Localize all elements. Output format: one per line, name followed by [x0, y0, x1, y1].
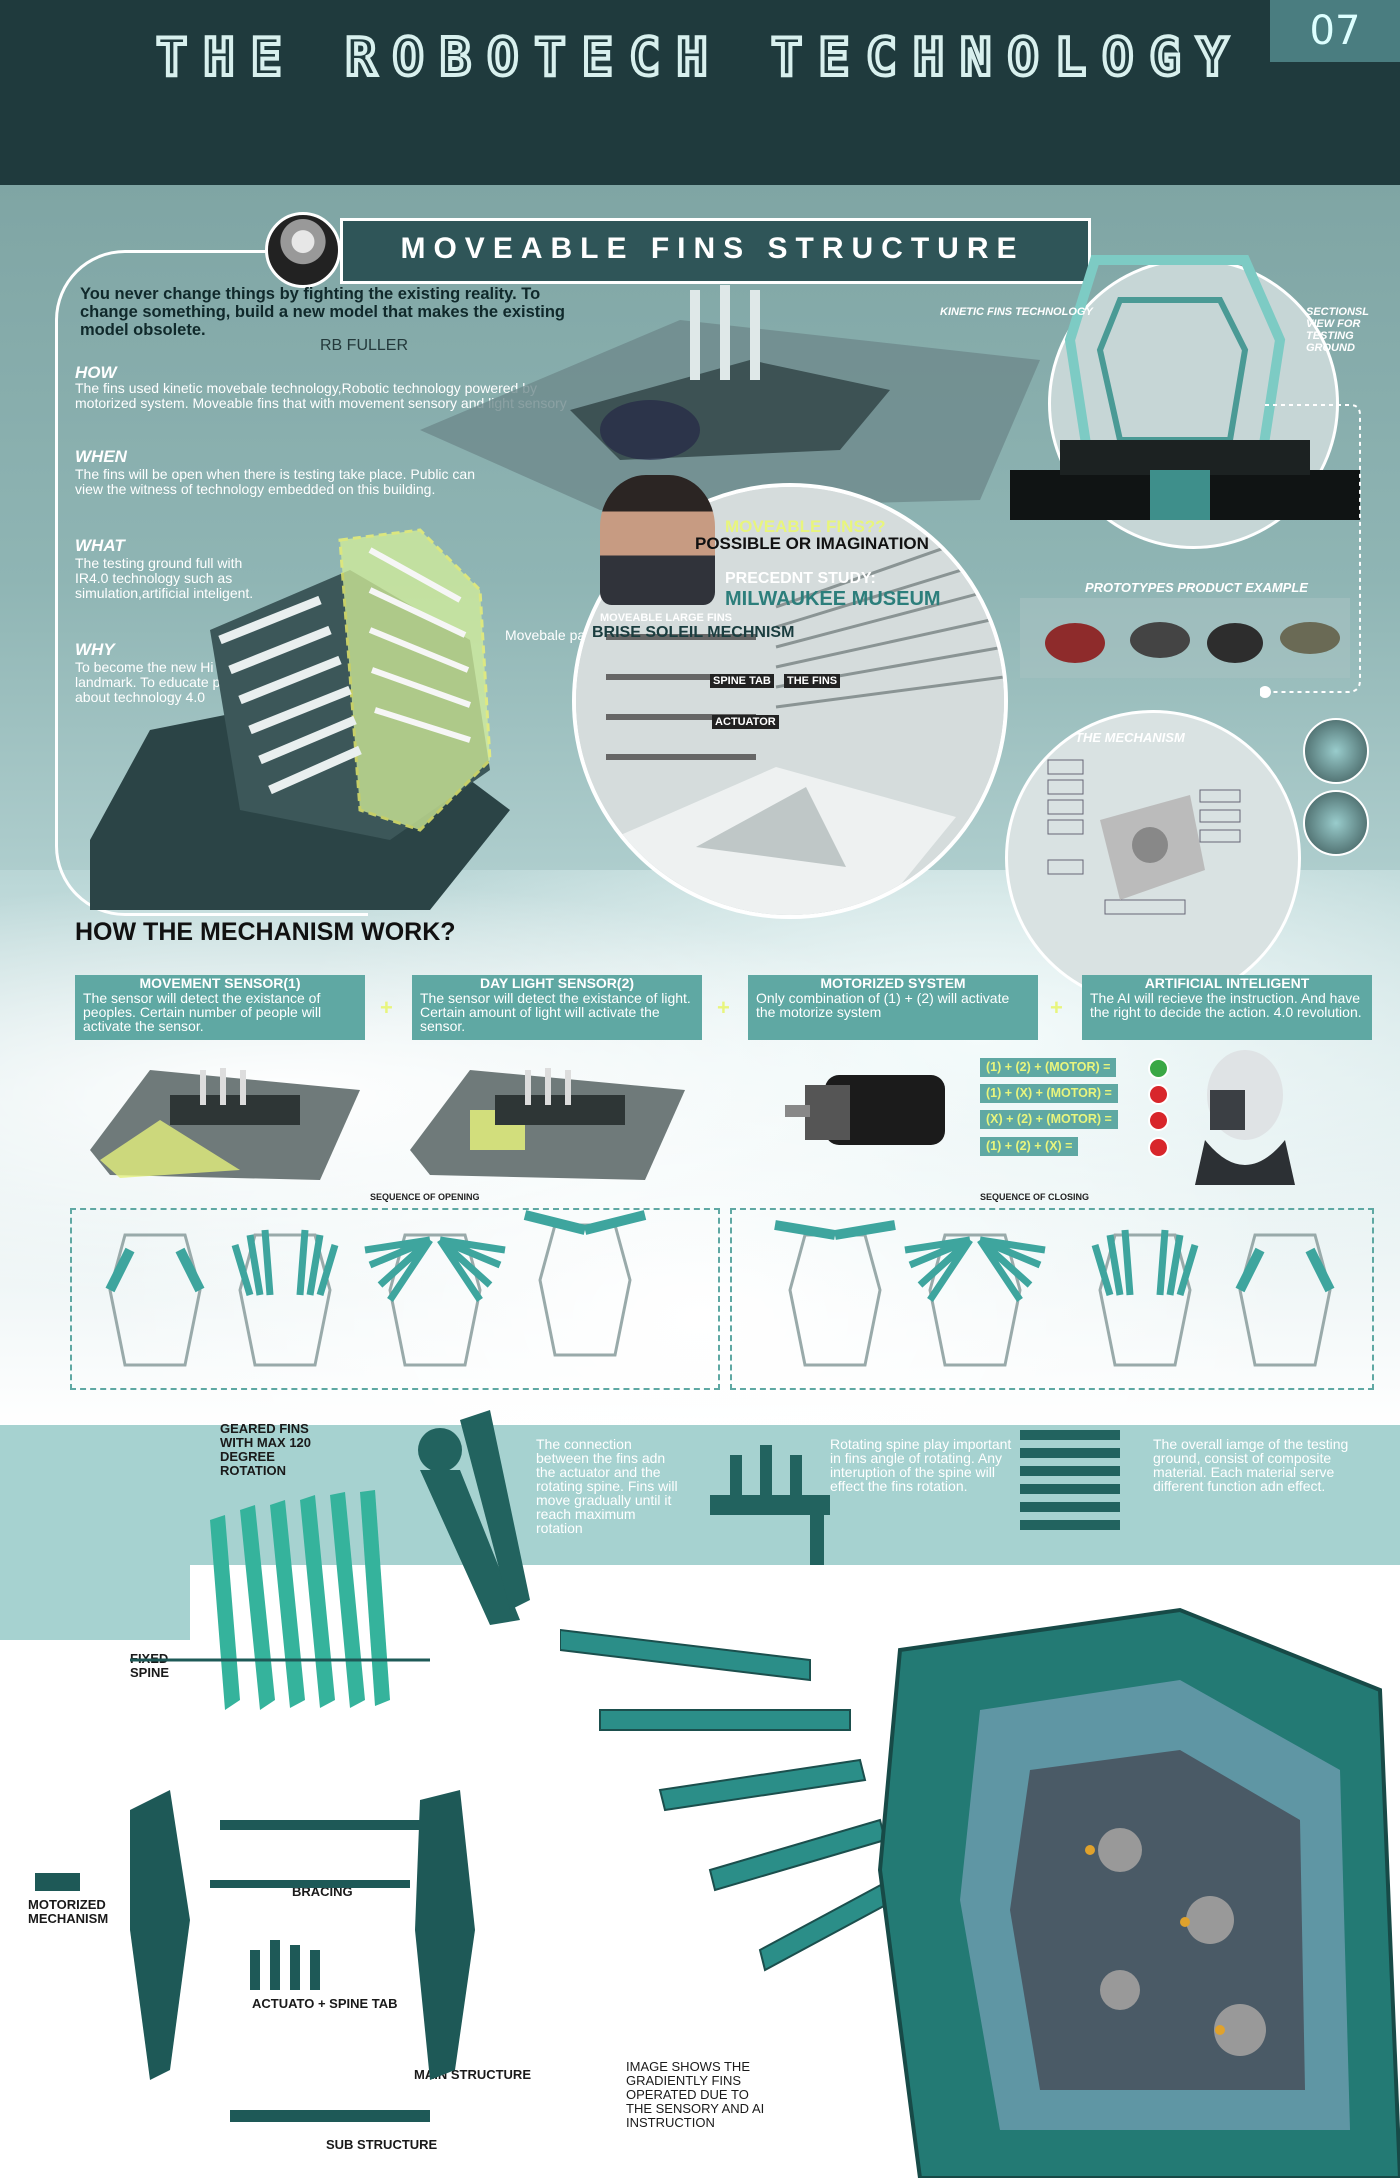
plus-sign-1: +	[380, 995, 393, 1020]
logic-indicator-4	[1148, 1137, 1169, 1158]
calatrava-portrait	[600, 475, 715, 605]
brise-soleil-label: BRISE SOLEIL MECHNISM	[592, 624, 795, 641]
possible-imagination: POSSIBLE OR IMAGINATION	[695, 534, 929, 553]
how-heading: HOW	[75, 363, 117, 382]
mechanism-label: THE MECHANISM	[1075, 730, 1185, 745]
what-heading: WHAT	[75, 536, 125, 555]
daylight-sensor-model	[410, 1068, 685, 1180]
fins-title-box	[340, 218, 1091, 284]
moveable-large-fins: MOVEABLE LARGE FINS	[600, 612, 733, 624]
logic-row-1: (1) + (2) + (MOTOR) =	[980, 1058, 1117, 1077]
logic-row-4: (1) + (2) + (X) =	[980, 1137, 1079, 1156]
kinetic-section-drawing	[1010, 255, 1360, 520]
daylight-sensor-text: The sensor will detect the existance of …	[420, 990, 691, 1034]
spine-tab-tag: SPINE TAB	[710, 674, 774, 688]
motorized-system-box: MOTORIZED SYSTEM Only combination of (1)…	[748, 975, 1038, 1040]
rotating-spine-text: Rotating spine play important in fins an…	[830, 1436, 1012, 1494]
overall-detail	[1020, 1430, 1120, 1530]
logic-indicator-2	[1148, 1084, 1169, 1105]
moveable-fins-question: MOVEABLE FINS??	[725, 517, 886, 536]
motor-small-icon	[35, 1873, 80, 1891]
precedent-study: PRECEDNT STUDY:	[725, 570, 876, 587]
motorized-mechanism-label: MOTORIZED MECHANISM	[28, 1897, 109, 1926]
building-model-illustration	[90, 528, 510, 910]
teal-band	[0, 1425, 1400, 1565]
connector-dotted-line	[1260, 404, 1361, 698]
exploded-fins-illustration	[130, 1490, 475, 2122]
sequence-diagrams	[105, 1210, 1335, 1367]
frame-outline	[55, 250, 368, 916]
quote-author: RB FULLER	[320, 337, 409, 354]
sub-structure-label: SUB STRUCTURE	[326, 2137, 438, 2152]
movement-sensor-model	[90, 1068, 360, 1180]
the-fins-tag: THE FINS	[784, 674, 841, 688]
sequence-opening-label: SEQUENCE OF OPENING	[370, 1192, 480, 1202]
milwaukee-museum: MILWAUKEE MUSEUM	[725, 588, 941, 610]
ai-box: ARTIFICIAL INTELIGENT The AI will reciev…	[1082, 975, 1372, 1040]
daylight-sensor-box: DAY LIGHT SENSOR(2) The sensor will dete…	[412, 975, 702, 1040]
aerial-model-illustration	[420, 285, 1040, 510]
kinetic-label: KINETIC FINS TECHNOLOGY	[940, 306, 1093, 318]
header-banner	[0, 0, 1400, 185]
motorized-system-heading: MOTORIZED SYSTEM	[820, 975, 966, 991]
ai-heading: ARTIFICIAL INTELIGENT	[1144, 975, 1310, 991]
fuller-portrait	[265, 212, 341, 288]
brise-soleil-photo	[576, 487, 1004, 915]
logic-row-2: (1) + (X) + (MOTOR) =	[980, 1084, 1118, 1103]
sequence-closing-label: SEQUENCE OF CLOSING	[980, 1192, 1090, 1202]
movement-sensor-box: MOVEMENT SENSOR(1) The sensor will detec…	[75, 975, 365, 1040]
actuator-spine-tab-label: ACTUATO + SPINE TAB	[252, 1996, 398, 2011]
logic-indicator-1	[1148, 1058, 1169, 1079]
motorized-system-text: Only combination of (1) + (2) will activ…	[756, 990, 1010, 1020]
movement-sensor-heading: MOVEMENT SENSOR(1)	[139, 975, 301, 991]
prototype-robots-row	[1020, 598, 1350, 678]
section-view-label: SECTIONSL VIEW FOR TESTING GROUND	[1306, 306, 1369, 354]
page-title: THE ROBOTECH TECHNOLOGY	[154, 26, 1245, 90]
image-shows-caption: IMAGE SHOWS THE GRADIENTLY FINS OPERATED…	[626, 2059, 765, 2130]
why-heading: WHY	[75, 640, 115, 659]
page-number: 07	[1270, 0, 1400, 62]
plus-sign-3: +	[1050, 995, 1063, 1020]
when-heading: WHEN	[75, 447, 127, 466]
prototypes-label: PROTOTYPES PRODUCT EXAMPLE	[1085, 580, 1308, 595]
how-text: The fins used kinetic movebale technolog…	[75, 380, 567, 411]
thumbnail-circle-1	[1303, 718, 1369, 784]
closing-sequence-box	[730, 1208, 1374, 1390]
precedent-circle	[572, 483, 1008, 919]
mechanism-diagram	[1047, 759, 1241, 915]
movable-part-label: Movebale part	[505, 627, 594, 643]
large-fins-illustration	[560, 1607, 1400, 2178]
motor-icon	[785, 1075, 945, 1145]
rotating-spine-detail	[710, 1445, 830, 1565]
teal-left-block	[0, 1425, 190, 1640]
connection-detail	[418, 1410, 530, 1625]
overall-image-text: The overall iamge of the testing ground,…	[1153, 1436, 1349, 1494]
movement-sensor-text: The sensor will detect the existance of …	[83, 990, 322, 1034]
connection-text: The connection between the fins adn the …	[536, 1436, 678, 1536]
how-mechanism-heading: HOW THE MECHANISM WORK?	[75, 918, 456, 946]
ai-robot-head	[1195, 1050, 1295, 1185]
geared-fins-label: GEARED FINS WITH MAX 120 DEGREE ROTATION	[220, 1421, 312, 1478]
fins-title: MOVEABLE FINS STRUCTURE	[400, 232, 1025, 265]
logic-indicator-3	[1148, 1110, 1169, 1131]
actuator-tag: ACTUATOR	[712, 715, 779, 729]
why-text: To become the new Hi Tech landmark. To e…	[75, 659, 250, 705]
plus-sign-2: +	[717, 995, 730, 1020]
thumbnail-circle-2	[1303, 790, 1369, 856]
daylight-sensor-heading: DAY LIGHT SENSOR(2)	[479, 975, 635, 991]
what-text: The testing ground full with IR4.0 techn…	[75, 555, 254, 601]
logic-row-3: (X) + (2) + (MOTOR) =	[980, 1110, 1118, 1129]
quote-text: You never change things by fighting the …	[80, 285, 566, 339]
when-text: The fins will be open when there is test…	[75, 466, 476, 497]
ai-text: The AI will recieve the instruction. And…	[1090, 990, 1362, 1020]
opening-sequence-box	[70, 1208, 720, 1390]
